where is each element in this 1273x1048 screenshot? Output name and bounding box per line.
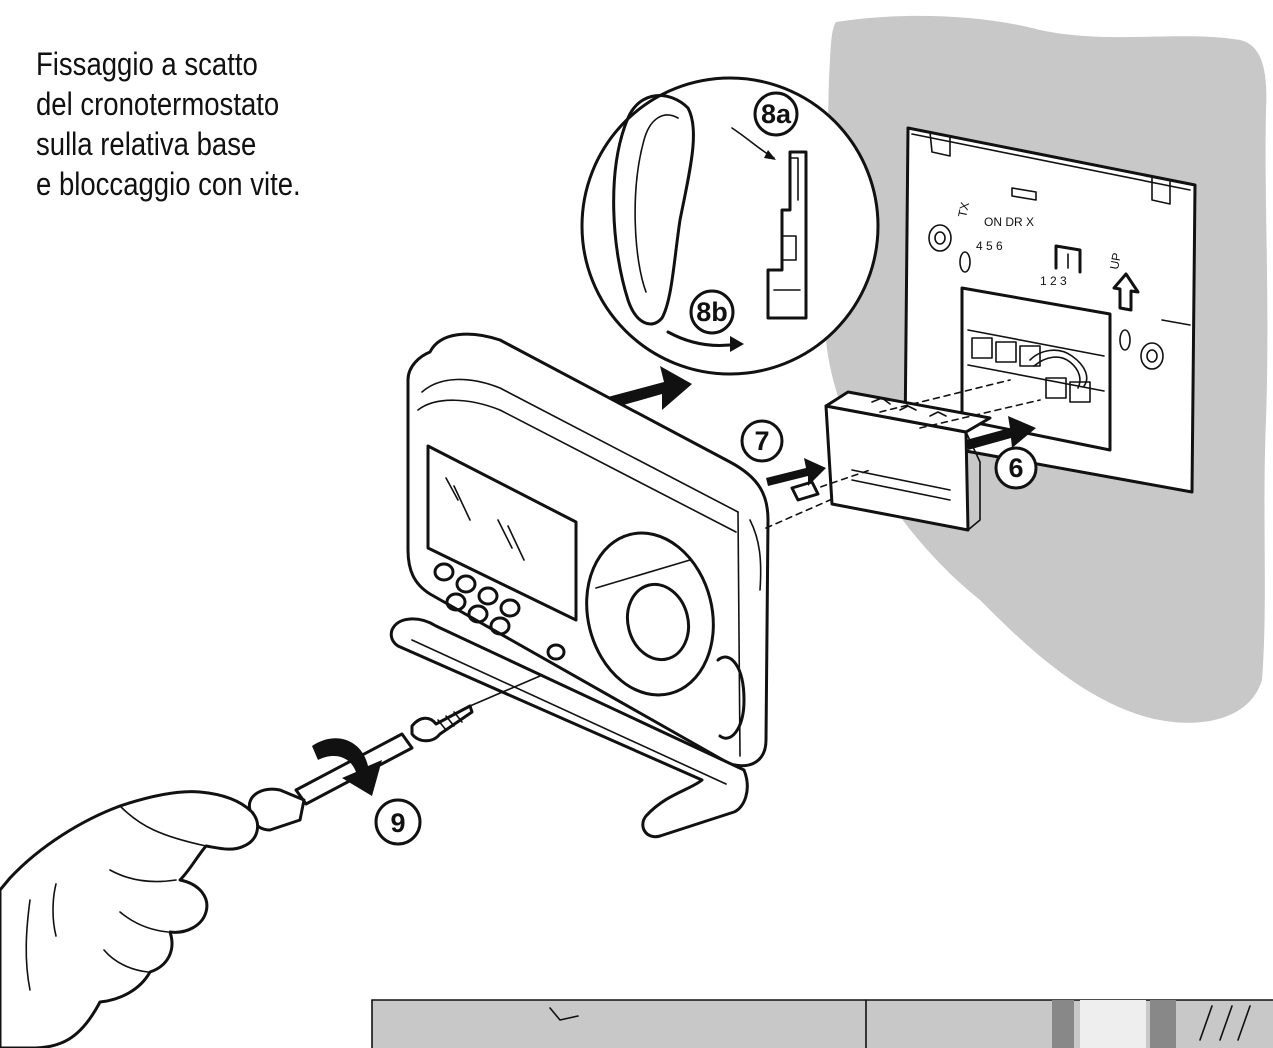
thermostat-foot [389, 617, 749, 839]
detail-circle [580, 76, 880, 376]
terminal-456-label: 4 5 6 [976, 239, 1003, 253]
arrow-step-7 [766, 458, 826, 486]
callout-6: 6 [994, 446, 1038, 490]
thermostat-buttons [433, 562, 521, 636]
next-figure-strip [371, 999, 1273, 1048]
callout-7: 7 [740, 419, 784, 463]
caption-line-2: del cronotermostato [36, 86, 280, 122]
callout-7-label: 7 [754, 426, 769, 456]
caption-line-3: sulla relativa base [36, 126, 257, 162]
terminal-on-dr-x-label: ON DR X [984, 215, 1034, 229]
hand [0, 790, 260, 1048]
screwdriver [247, 675, 541, 832]
rotation-arrow [312, 738, 382, 796]
callout-6-label: 6 [1008, 453, 1023, 483]
callout-8b-label: 8b [696, 297, 728, 327]
terminal-tx-label: TX [955, 201, 972, 219]
callout-8a-label: 8a [761, 99, 792, 129]
connector-module [790, 379, 1041, 532]
up-label: UP [1107, 252, 1124, 271]
thermostat-device [406, 332, 831, 768]
instruction-caption: Fissaggio a scatto del cronotermostato s… [36, 44, 301, 204]
callout-9-label: 9 [390, 808, 405, 838]
terminal-123-label: 1 2 3 [1040, 274, 1067, 288]
arrow-step-6 [966, 416, 1036, 450]
terminal-screws-left [971, 337, 1041, 367]
callout-9: 9 [374, 798, 422, 846]
caption-line-1: Fissaggio a scatto [36, 46, 258, 82]
caption-line-4: e bloccaggio con vite. [36, 166, 301, 202]
arrow-to-detail [604, 366, 692, 410]
callout-8a: 8a [753, 91, 799, 137]
callout-8b: 8b [689, 289, 735, 335]
